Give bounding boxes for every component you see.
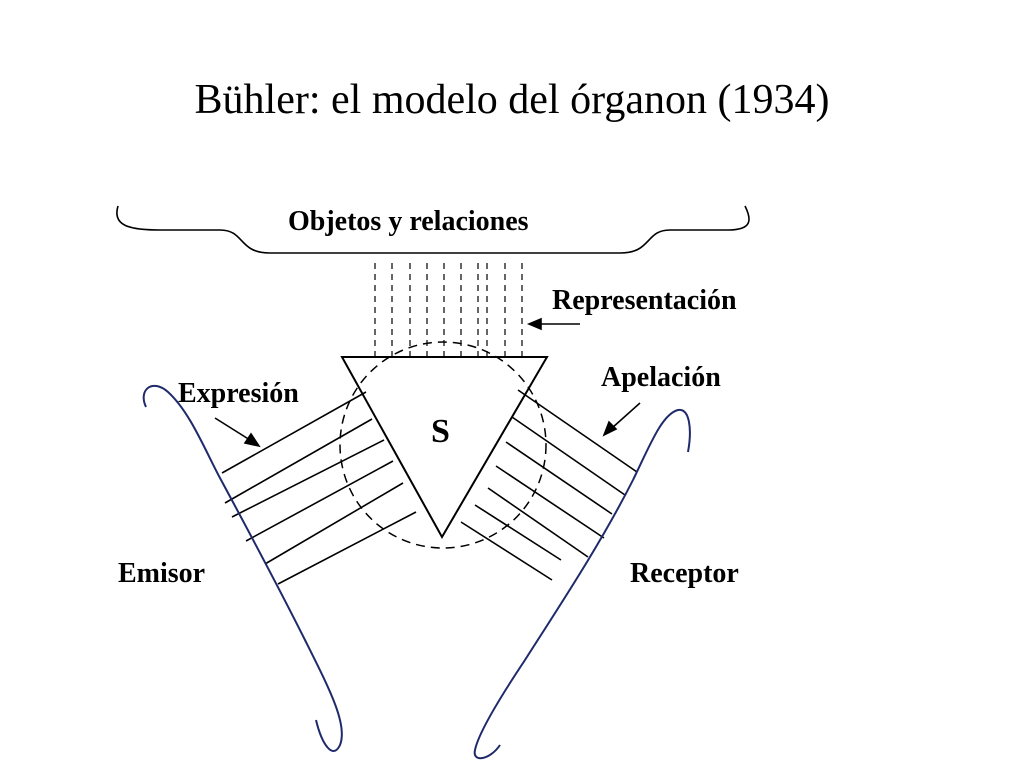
- sign-triangle: [340, 356, 549, 540]
- label-receiver: Receptor: [630, 558, 739, 589]
- objects-brace: [116, 205, 750, 254]
- sender-curve: [142, 385, 343, 752]
- expression-lines: [221, 391, 417, 585]
- sign-circle: [339, 341, 547, 549]
- label-representation: Representación: [552, 285, 737, 316]
- receiver-curve: [473, 408, 691, 760]
- appeal-lines: [460, 389, 638, 581]
- label-sign: S: [431, 413, 450, 450]
- label-objects: Objetos y relaciones: [288, 206, 529, 237]
- label-sender: Emisor: [118, 558, 206, 589]
- label-appeal: Apelación: [601, 362, 721, 393]
- arrows: [214, 317, 641, 448]
- label-expression: Expresión: [178, 378, 299, 409]
- representation-dashed-lines: [374, 263, 523, 357]
- slide-title: Bühler: el modelo del órganon (1934): [194, 77, 830, 123]
